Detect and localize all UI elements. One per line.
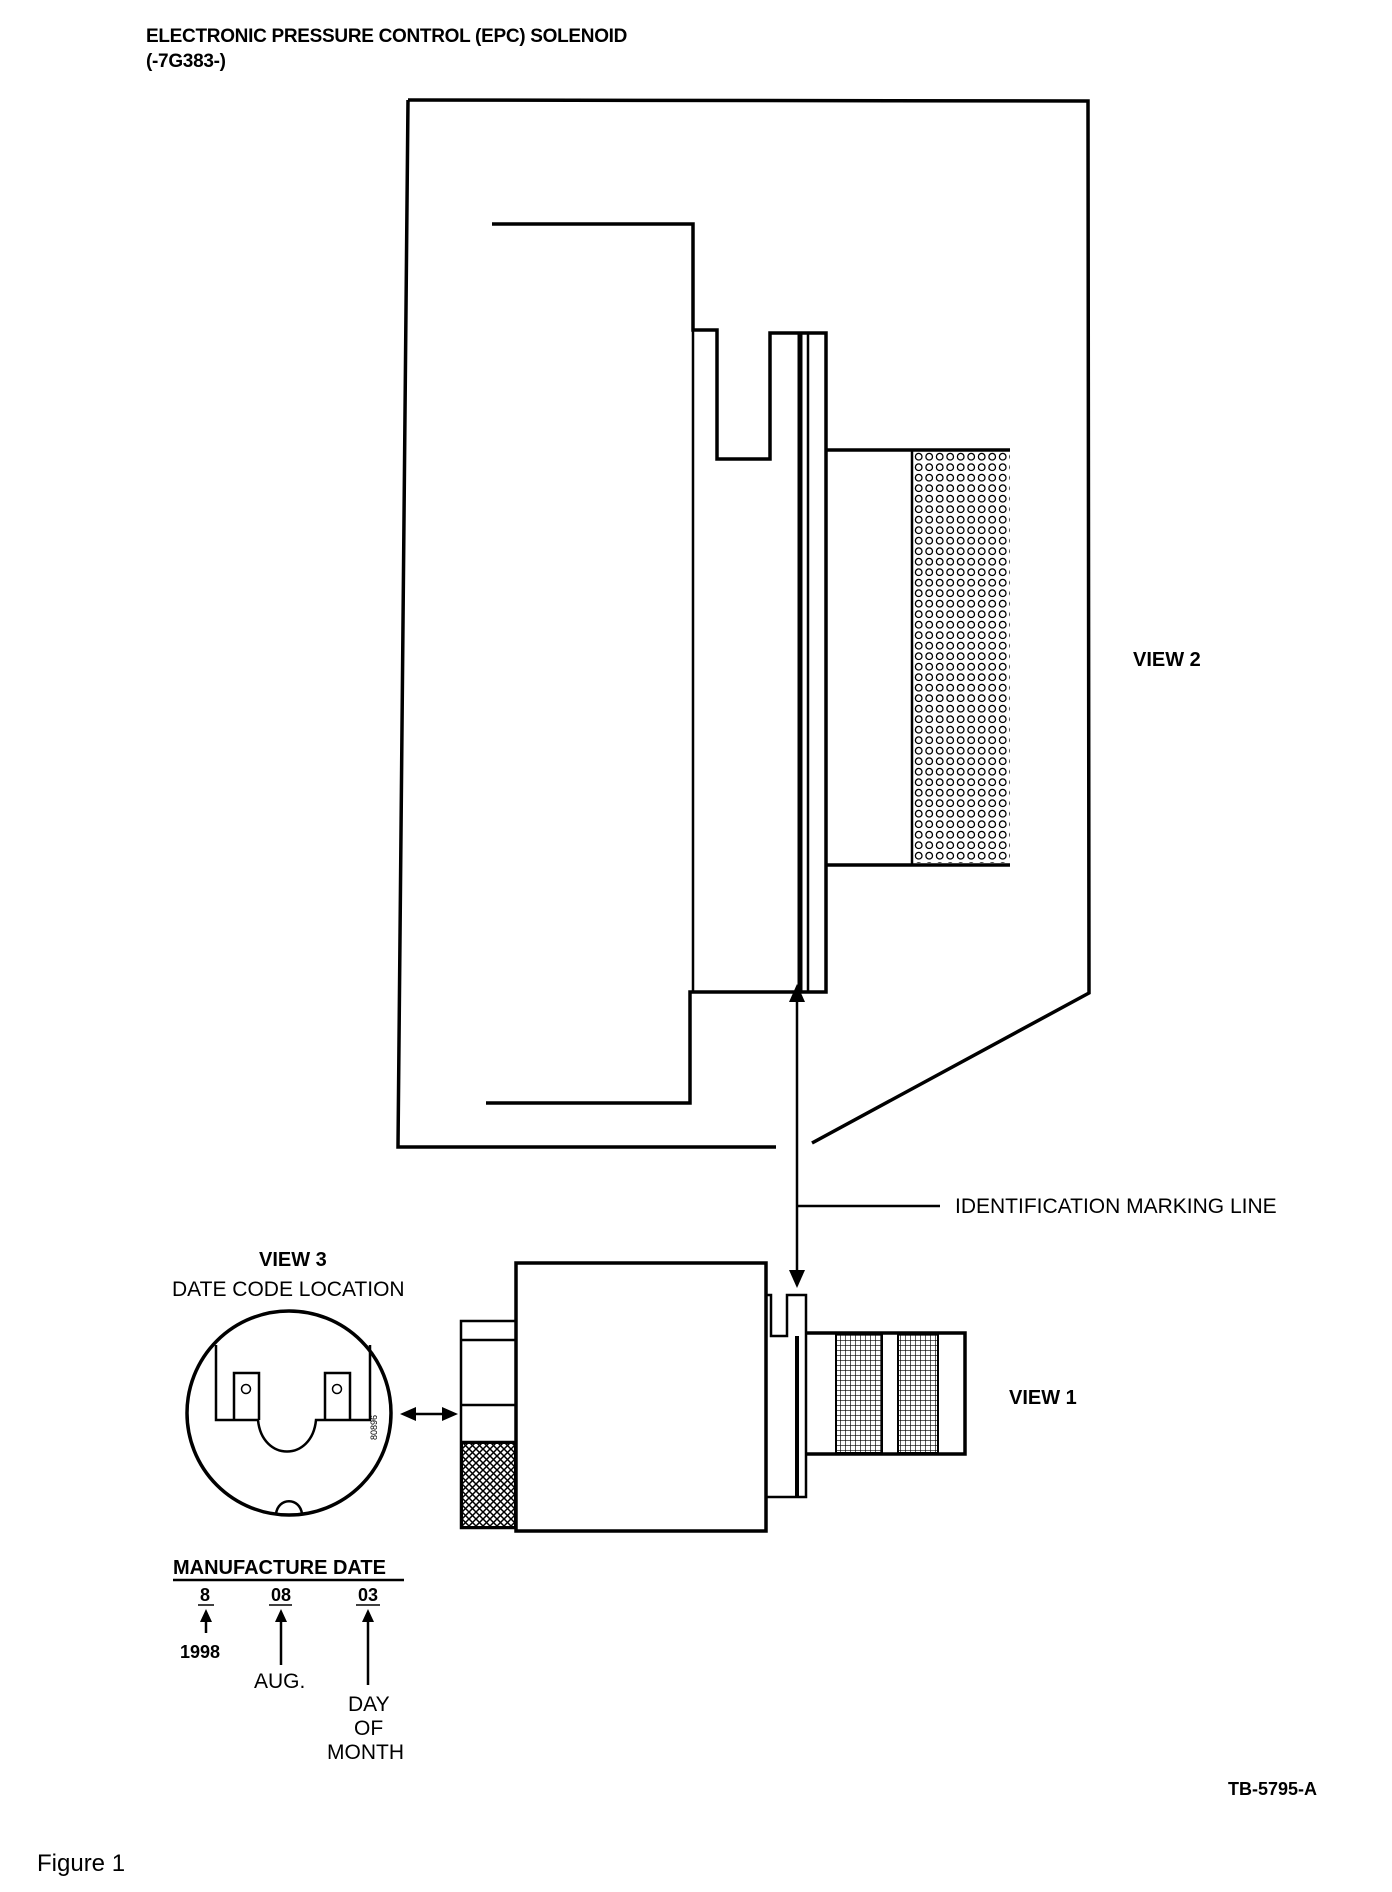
identification-marking-line-label: IDENTIFICATION MARKING LINE	[955, 1195, 1277, 1218]
day-meaning-month: MONTH	[327, 1741, 404, 1764]
month-code: 08	[271, 1585, 291, 1605]
connector-hatch	[461, 1442, 516, 1528]
view-3-label: VIEW 3	[259, 1249, 327, 1271]
filter-screen-dots	[912, 451, 1010, 863]
view-2-label: VIEW 2	[1133, 649, 1201, 671]
view-3-end-view: 80896	[185, 1309, 393, 1517]
year-meaning: 1998	[180, 1642, 220, 1662]
view-1-solenoid	[459, 1261, 967, 1533]
date-code-stamp: 80896	[369, 1415, 379, 1440]
view-3-subtitle: DATE CODE LOCATION	[172, 1278, 405, 1301]
view-2-frame	[407, 98, 1091, 1145]
day-code: 03	[358, 1585, 378, 1605]
day-meaning-day: DAY	[348, 1693, 390, 1716]
solenoid-housing	[514, 1261, 768, 1533]
screen-right	[897, 1333, 939, 1454]
identification-arrow	[789, 984, 940, 1288]
year-code: 8	[200, 1585, 210, 1605]
drawing-number: TB-5795-A	[1228, 1779, 1317, 1799]
diagram-title: ELECTRONIC PRESSURE CONTROL (EPC) SOLENO…	[146, 26, 627, 47]
part-number: (-7G383-)	[146, 51, 226, 72]
day-meaning-of: OF	[354, 1717, 383, 1740]
figure-caption: Figure 1	[37, 1850, 125, 1877]
manufacture-date-heading: MANUFACTURE DATE	[173, 1557, 386, 1579]
month-meaning: AUG.	[254, 1670, 305, 1693]
view-2-detail	[396, 98, 1091, 1149]
manufacture-date-key: MANUFACTURE DATE 8 08 03 1998 AUG. DAY O…	[173, 1557, 404, 1764]
view-1-label: VIEW 1	[1009, 1387, 1077, 1409]
solenoid-body-outline	[486, 222, 828, 1105]
screen-left	[835, 1333, 883, 1454]
date-code-pointer-arrow	[400, 1407, 458, 1421]
